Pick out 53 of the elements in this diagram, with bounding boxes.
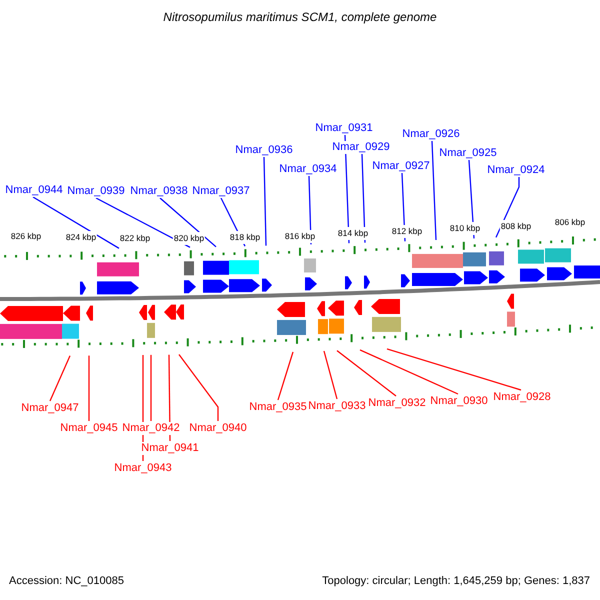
scale-label: 810 kbp — [448, 222, 482, 235]
gene-label: Nmar_0939 — [67, 184, 125, 198]
leader-line — [178, 354, 219, 421]
gene-label: Nmar_0932 — [368, 396, 426, 410]
accession-text: Accession: NC_010085 — [9, 575, 124, 588]
genome-stats-text: Topology: circular; Length: 1,645,259 bp; Genes: 1,837 — [322, 575, 590, 588]
gene-label: Nmar_0941 — [141, 442, 199, 454]
leader-line — [49, 356, 71, 402]
scale-label: 814 kbp — [336, 227, 370, 240]
leader-line — [431, 140, 437, 240]
gene-label: Nmar_0938 — [130, 184, 188, 198]
scale-label: 808 kbp — [500, 220, 532, 233]
leader-line — [323, 350, 338, 400]
gene-label: Nmar_0928 — [493, 390, 551, 404]
gene-label: Nmar_0944 — [5, 184, 63, 196]
leader-line — [160, 198, 216, 248]
gene-label: Nmar_0929 — [332, 140, 390, 154]
gene-label: Nmar_0945 — [60, 422, 118, 434]
gene-label: Nmar_0943 — [114, 462, 172, 474]
scale-label: 812 kbp — [390, 225, 424, 238]
gene-label: Nmar_0947 — [21, 402, 79, 414]
scale-label: 826 kbp — [10, 230, 42, 243]
gene-label: Nmar_0942 — [122, 422, 180, 434]
gene-label: Nmar_0937 — [192, 184, 250, 198]
gene-label: Nmar_0930 — [430, 394, 488, 408]
scale-label: 806 kbp — [554, 216, 586, 229]
gene-label: Nmar_0927 — [372, 160, 430, 172]
leader-line — [495, 177, 520, 238]
leader-line — [150, 354, 152, 421]
gene-label: Nmar_0940 — [189, 422, 247, 434]
scale-label: 822 kbp — [118, 232, 152, 245]
gene-label: Nmar_0933 — [308, 400, 366, 412]
scale-label: 820 kbp — [172, 232, 206, 245]
gene-label: Nmar_0935 — [249, 400, 307, 414]
leader-line — [360, 349, 458, 395]
leader-line — [88, 356, 90, 421]
gene-label: Nmar_0926 — [402, 128, 460, 140]
leader-line — [277, 352, 294, 400]
leader-line — [32, 196, 120, 249]
gene-label: Nmar_0925 — [439, 146, 497, 160]
chart-title: Nitrosopumilus maritimus SCM1, complete genome — [163, 11, 437, 24]
gene-label: Nmar_0931 — [315, 122, 373, 134]
scale-ruler — [1, 324, 593, 348]
leader-line — [386, 348, 522, 391]
gene-label: Nmar_0934 — [279, 162, 337, 176]
leader-line — [336, 350, 396, 396]
leader-line — [168, 354, 171, 441]
scale-label: 818 kbp — [228, 231, 262, 244]
scale-label: 816 kbp — [284, 230, 316, 243]
gene-label: Nmar_0936 — [235, 144, 293, 156]
scale-label: 824 kbp — [64, 231, 98, 244]
leader-line — [263, 156, 267, 246]
gene-label: Nmar_0924 — [487, 164, 545, 176]
